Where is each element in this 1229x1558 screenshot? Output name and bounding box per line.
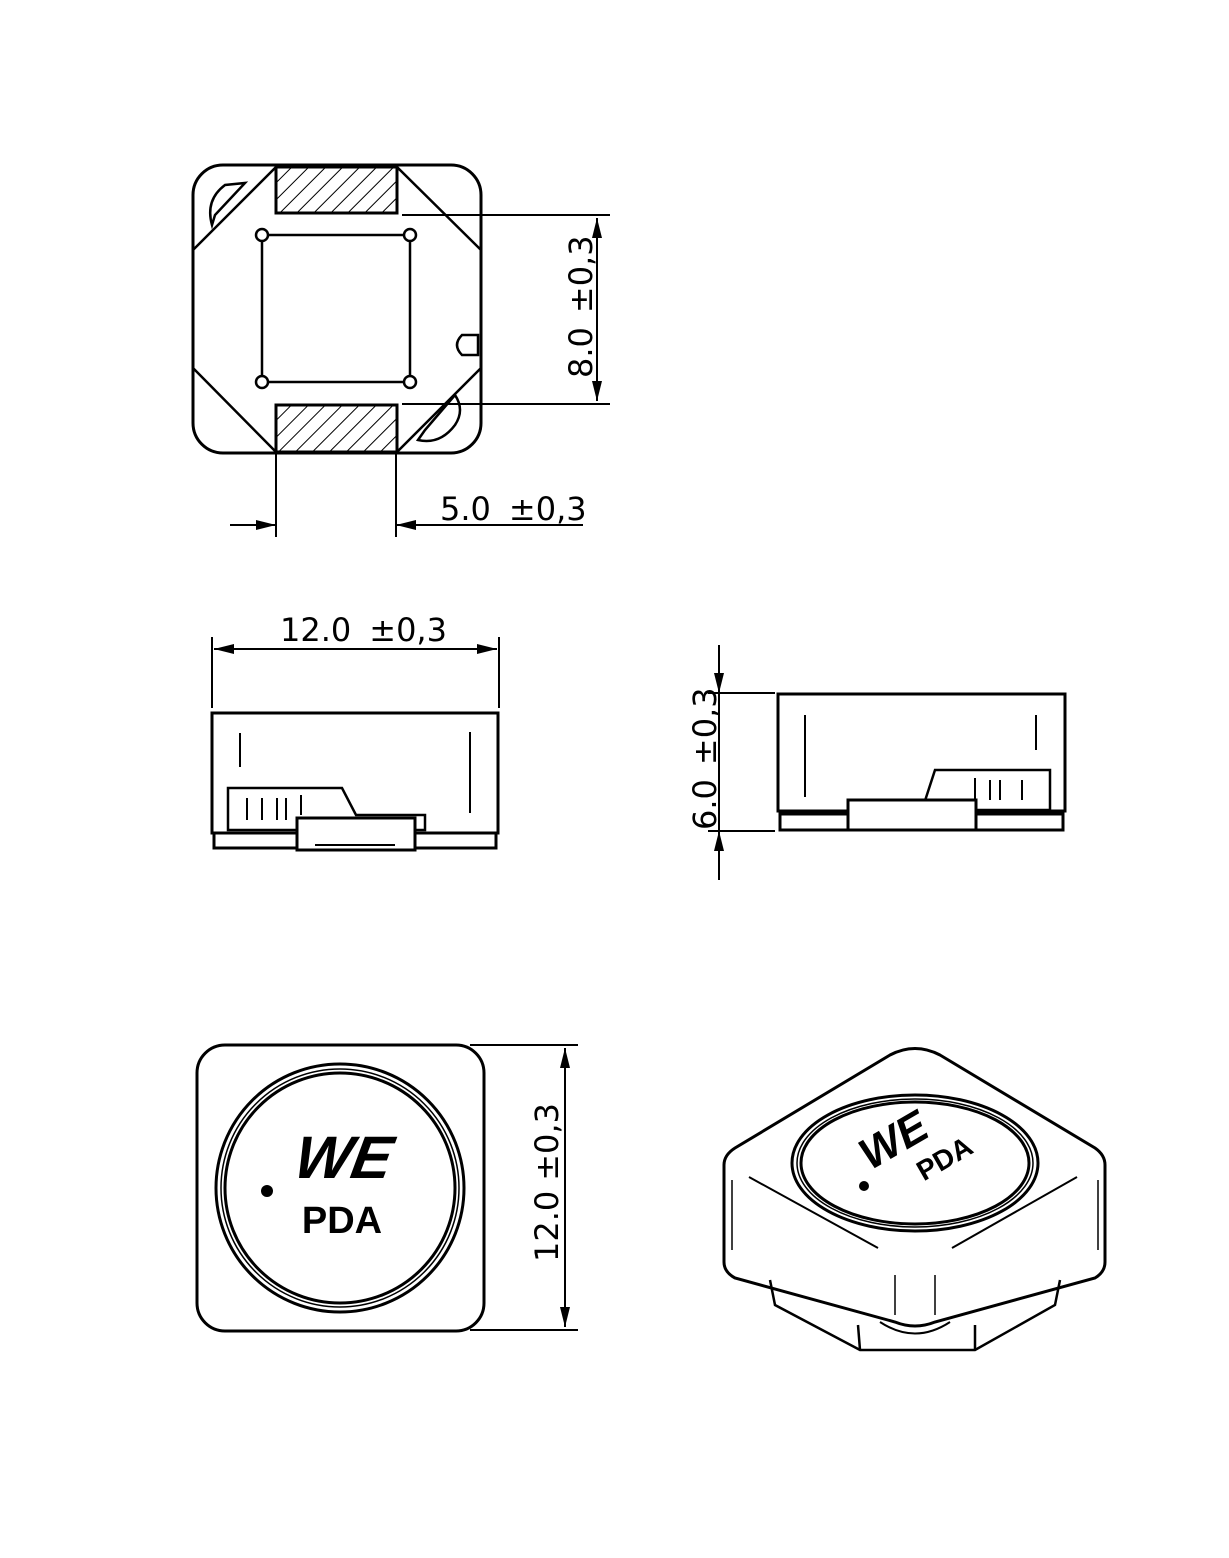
dim-12-0-front <box>211 637 500 708</box>
terminal-pad-bottom <box>274 403 399 454</box>
dim-5-0 <box>230 453 583 537</box>
top-view <box>195 1043 486 1333</box>
dim-label-top-size: 12.0±0,3 <box>528 1103 566 1262</box>
dim-label-length: 12.0±0,3 <box>280 611 447 649</box>
dim-6-0 <box>708 645 775 880</box>
dim-12-0-top <box>470 1044 578 1331</box>
dim-label-width: 5.0±0,3 <box>440 490 587 528</box>
front-view <box>210 711 500 852</box>
iso-pin1-dot <box>859 1181 869 1191</box>
side-view <box>776 692 1067 832</box>
pin1-dot <box>261 1185 273 1197</box>
dim-label-height: 8.0±0,3 <box>562 235 600 378</box>
we-logo: WE <box>290 1123 400 1190</box>
dim-label-side-height: 6.0±0,3 <box>686 687 724 830</box>
isometric-view <box>722 1047 1107 1352</box>
dim-8-0 <box>402 214 610 405</box>
terminal-pad-top <box>274 165 399 215</box>
marking-pda: PDA <box>302 1200 382 1242</box>
bottom-view <box>191 163 483 455</box>
